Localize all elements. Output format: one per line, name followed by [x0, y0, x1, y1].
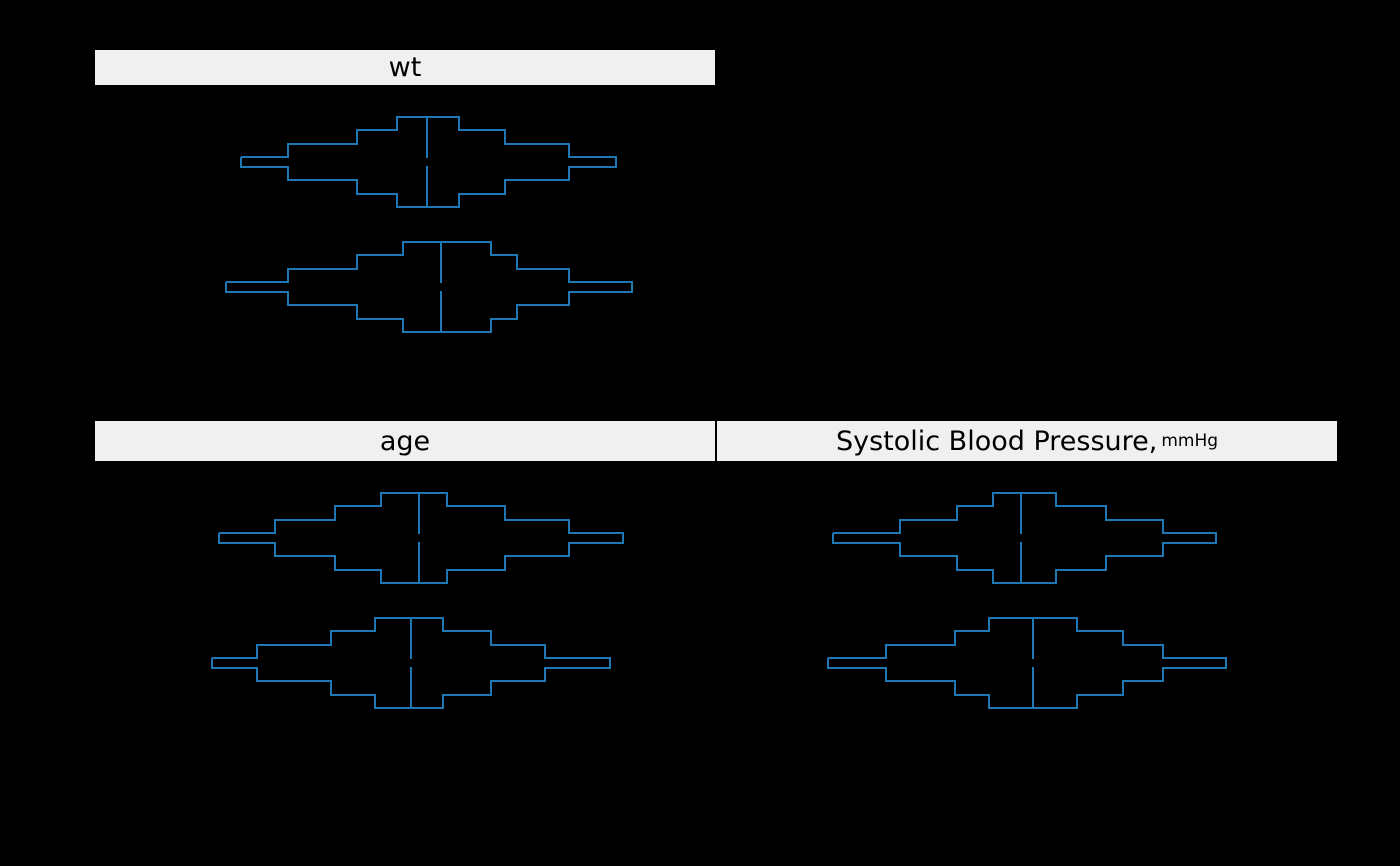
boxplot-sbp-group-2: [827, 617, 1227, 709]
panel-title-sbp: Systolic Blood Pressure, mmHg: [717, 421, 1337, 461]
panel-title-age-label: age: [379, 425, 431, 457]
boxplot-age-group-2: [211, 617, 611, 709]
boxplot-wt-group-1: [240, 116, 617, 208]
boxplot-outline: [832, 492, 1217, 584]
boxplot-outline: [211, 617, 611, 709]
boxplot-outline: [218, 492, 624, 584]
panel-title-wt-label: wt: [388, 52, 422, 83]
panel-title-age: age: [95, 421, 715, 461]
panel-title-sbp-label: Systolic Blood Pressure,: [835, 425, 1158, 457]
boxplot-outline: [827, 617, 1227, 709]
boxplot-outline: [240, 116, 617, 208]
boxplot-outline: [225, 241, 633, 333]
panel-title-wt: wt: [95, 50, 715, 85]
boxplot-age-group-1: [218, 492, 624, 584]
panel-title-sbp-units: mmHg: [1161, 430, 1219, 451]
boxplot-sbp-group-1: [832, 492, 1217, 584]
boxplot-wt-group-2: [225, 241, 633, 333]
